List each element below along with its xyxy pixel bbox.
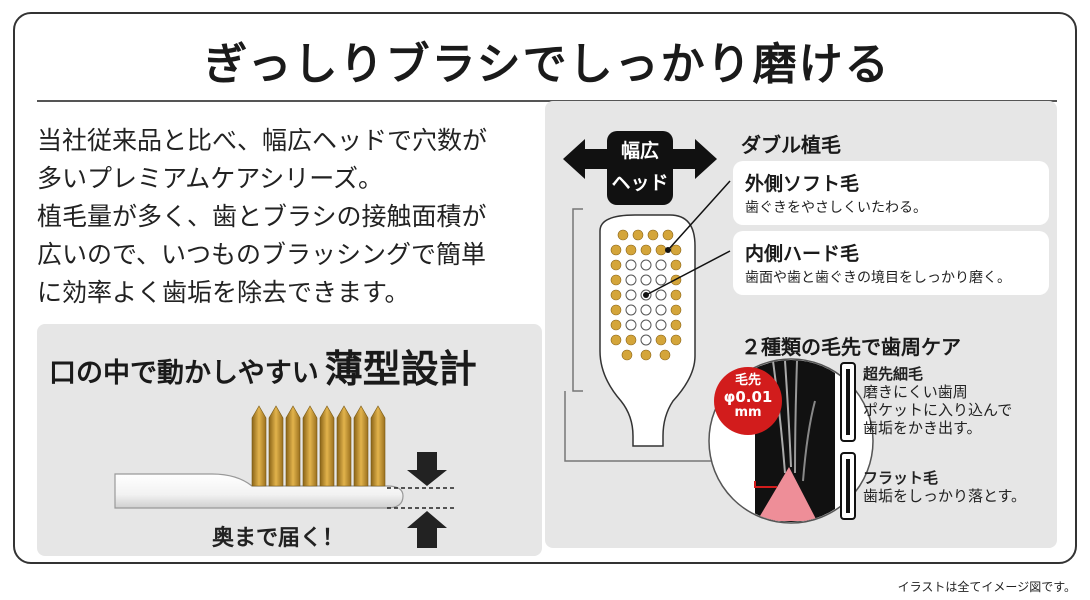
intro-line: に効率よく歯垢を除去できます。 (37, 278, 410, 307)
arrow-up-icon (407, 511, 447, 548)
intro-line: 多いプレミアムケアシリーズ。 (37, 164, 384, 193)
outer-soft-title: 外側ソフト毛 (745, 173, 860, 195)
inner-hard-card: 内側ハード毛 歯面や歯と歯ぐきの境目をしっかり磨く。 (733, 231, 1049, 295)
flat-bristle-title: フラット毛 (863, 469, 939, 487)
ultra-fine-text: 超先細毛 磨きにくい歯周 ポケットに入り込んで 歯垢をかき出す。 (863, 365, 1013, 437)
intro-text: 当社従来品と比べ、幅広ヘッドで穴数が 多いプレミアムケアシリーズ。 植毛量が多く… (37, 122, 547, 312)
main-frame: ぎっしりブラシでしっかり磨ける 当社従来品と比べ、幅広ヘッドで穴数が 多いプレミ… (13, 12, 1077, 564)
thin-design-title-emphasis: 薄型設計 (324, 347, 477, 391)
title-divider (37, 100, 1057, 102)
intro-line: 植毛量が多く、歯とブラシの接触面積が (37, 202, 487, 231)
page-title: ぎっしりブラシでしっかり磨ける (203, 39, 891, 90)
tip-badge: 毛先 φ0.01 mm (723, 373, 773, 420)
flat-bristle-text: フラット毛 歯垢をしっかり落とす。 (863, 469, 1027, 505)
ultra-fine-title: 超先細毛 (863, 365, 924, 383)
inner-hard-desc: 歯面や歯と歯ぐきの境目をしっかり磨く。 (745, 270, 1011, 286)
thin-design-title: 口の中で動かしやすい薄型設計 (49, 338, 477, 393)
reach-caption: 奥まで届く！ (212, 526, 345, 551)
thin-head-illustration (114, 405, 457, 548)
footnote: イラストは全てイメージ図です。 (897, 580, 1076, 594)
tip-care-heading: ２種類の毛先で歯周ケア (741, 335, 961, 359)
tip-badge-shape (714, 367, 782, 435)
arrow-down-icon (407, 452, 447, 486)
outer-soft-desc: 歯ぐきをやさしくいたわる。 (745, 200, 927, 216)
features-panel: 幅広 ヘッド ダブル植毛 外側ソフト毛 歯ぐきをやさしくいたわる。 内側ハード毛… (545, 101, 1057, 548)
bristle-tufts (251, 405, 386, 487)
double-bristle-heading: ダブル植毛 (741, 133, 841, 157)
wide-head-arrow-label: 幅広 ヘッド (611, 140, 669, 194)
thin-design-title-prefix: 口の中で動かしやすい (49, 358, 319, 389)
inner-hard-title: 内側ハード毛 (745, 243, 860, 265)
intro-line: 広いので、いつものブラッシングで簡単 (37, 240, 487, 269)
bristle-dots (610, 229, 682, 361)
intro-line: 当社従来品と比べ、幅広ヘッドで穴数が (37, 126, 488, 155)
brush-head-illustration (563, 131, 874, 524)
outer-soft-card: 外側ソフト毛 歯ぐきをやさしくいたわる。 (733, 161, 1049, 225)
thin-design-panel: 口の中で動かしやすい薄型設計 (37, 324, 542, 556)
